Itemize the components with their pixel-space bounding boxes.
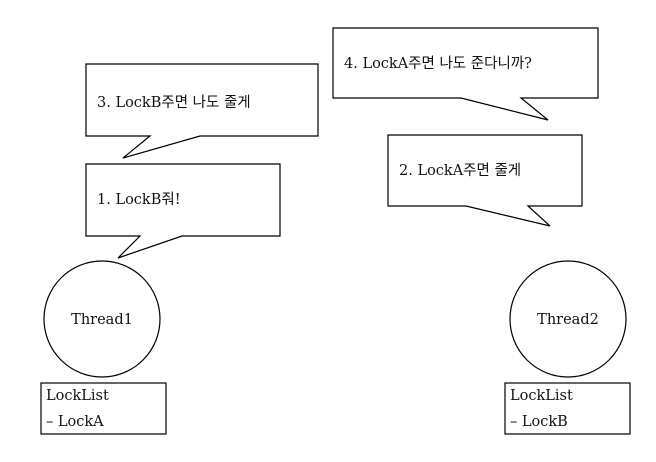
speech-bubble-thread1-msg3: 3. LockB주면 나도 줄게 [85, 63, 319, 159]
thread1-lock-item: – LockA [46, 414, 104, 430]
thread2-lock-item: – LockB [510, 414, 568, 430]
thread1-label: Thread1 [71, 312, 133, 328]
thread2-node: Thread2 [509, 260, 627, 378]
speech-bubble-thread1-msg1: 1. LockB줘! [85, 163, 281, 259]
bubble-text-thread2-msg2: 2. LockA주면 줄게 [399, 162, 521, 179]
thread2-lock-list-title: LockList [510, 388, 573, 404]
thread2-label: Thread2 [537, 312, 599, 328]
bubble-text-thread1-msg3: 3. LockB주면 나도 줄게 [97, 94, 251, 111]
speech-bubble-thread2-msg2: 2. LockA주면 줄게 [387, 134, 583, 227]
thread2-lock-list: LockList – LockB [504, 382, 631, 435]
bubble-text-thread1-msg1: 1. LockB줘! [97, 191, 181, 208]
thread1-lock-list-title: LockList [46, 388, 109, 404]
thread1-lock-list: LockList – LockA [40, 382, 167, 435]
thread1-node: Thread1 [43, 260, 161, 378]
bubble-text-thread2-msg4: 4. LockA주면 나도 준다니까? [344, 55, 532, 72]
speech-bubble-thread2-msg4: 4. LockA주면 나도 준다니까? [332, 27, 599, 121]
